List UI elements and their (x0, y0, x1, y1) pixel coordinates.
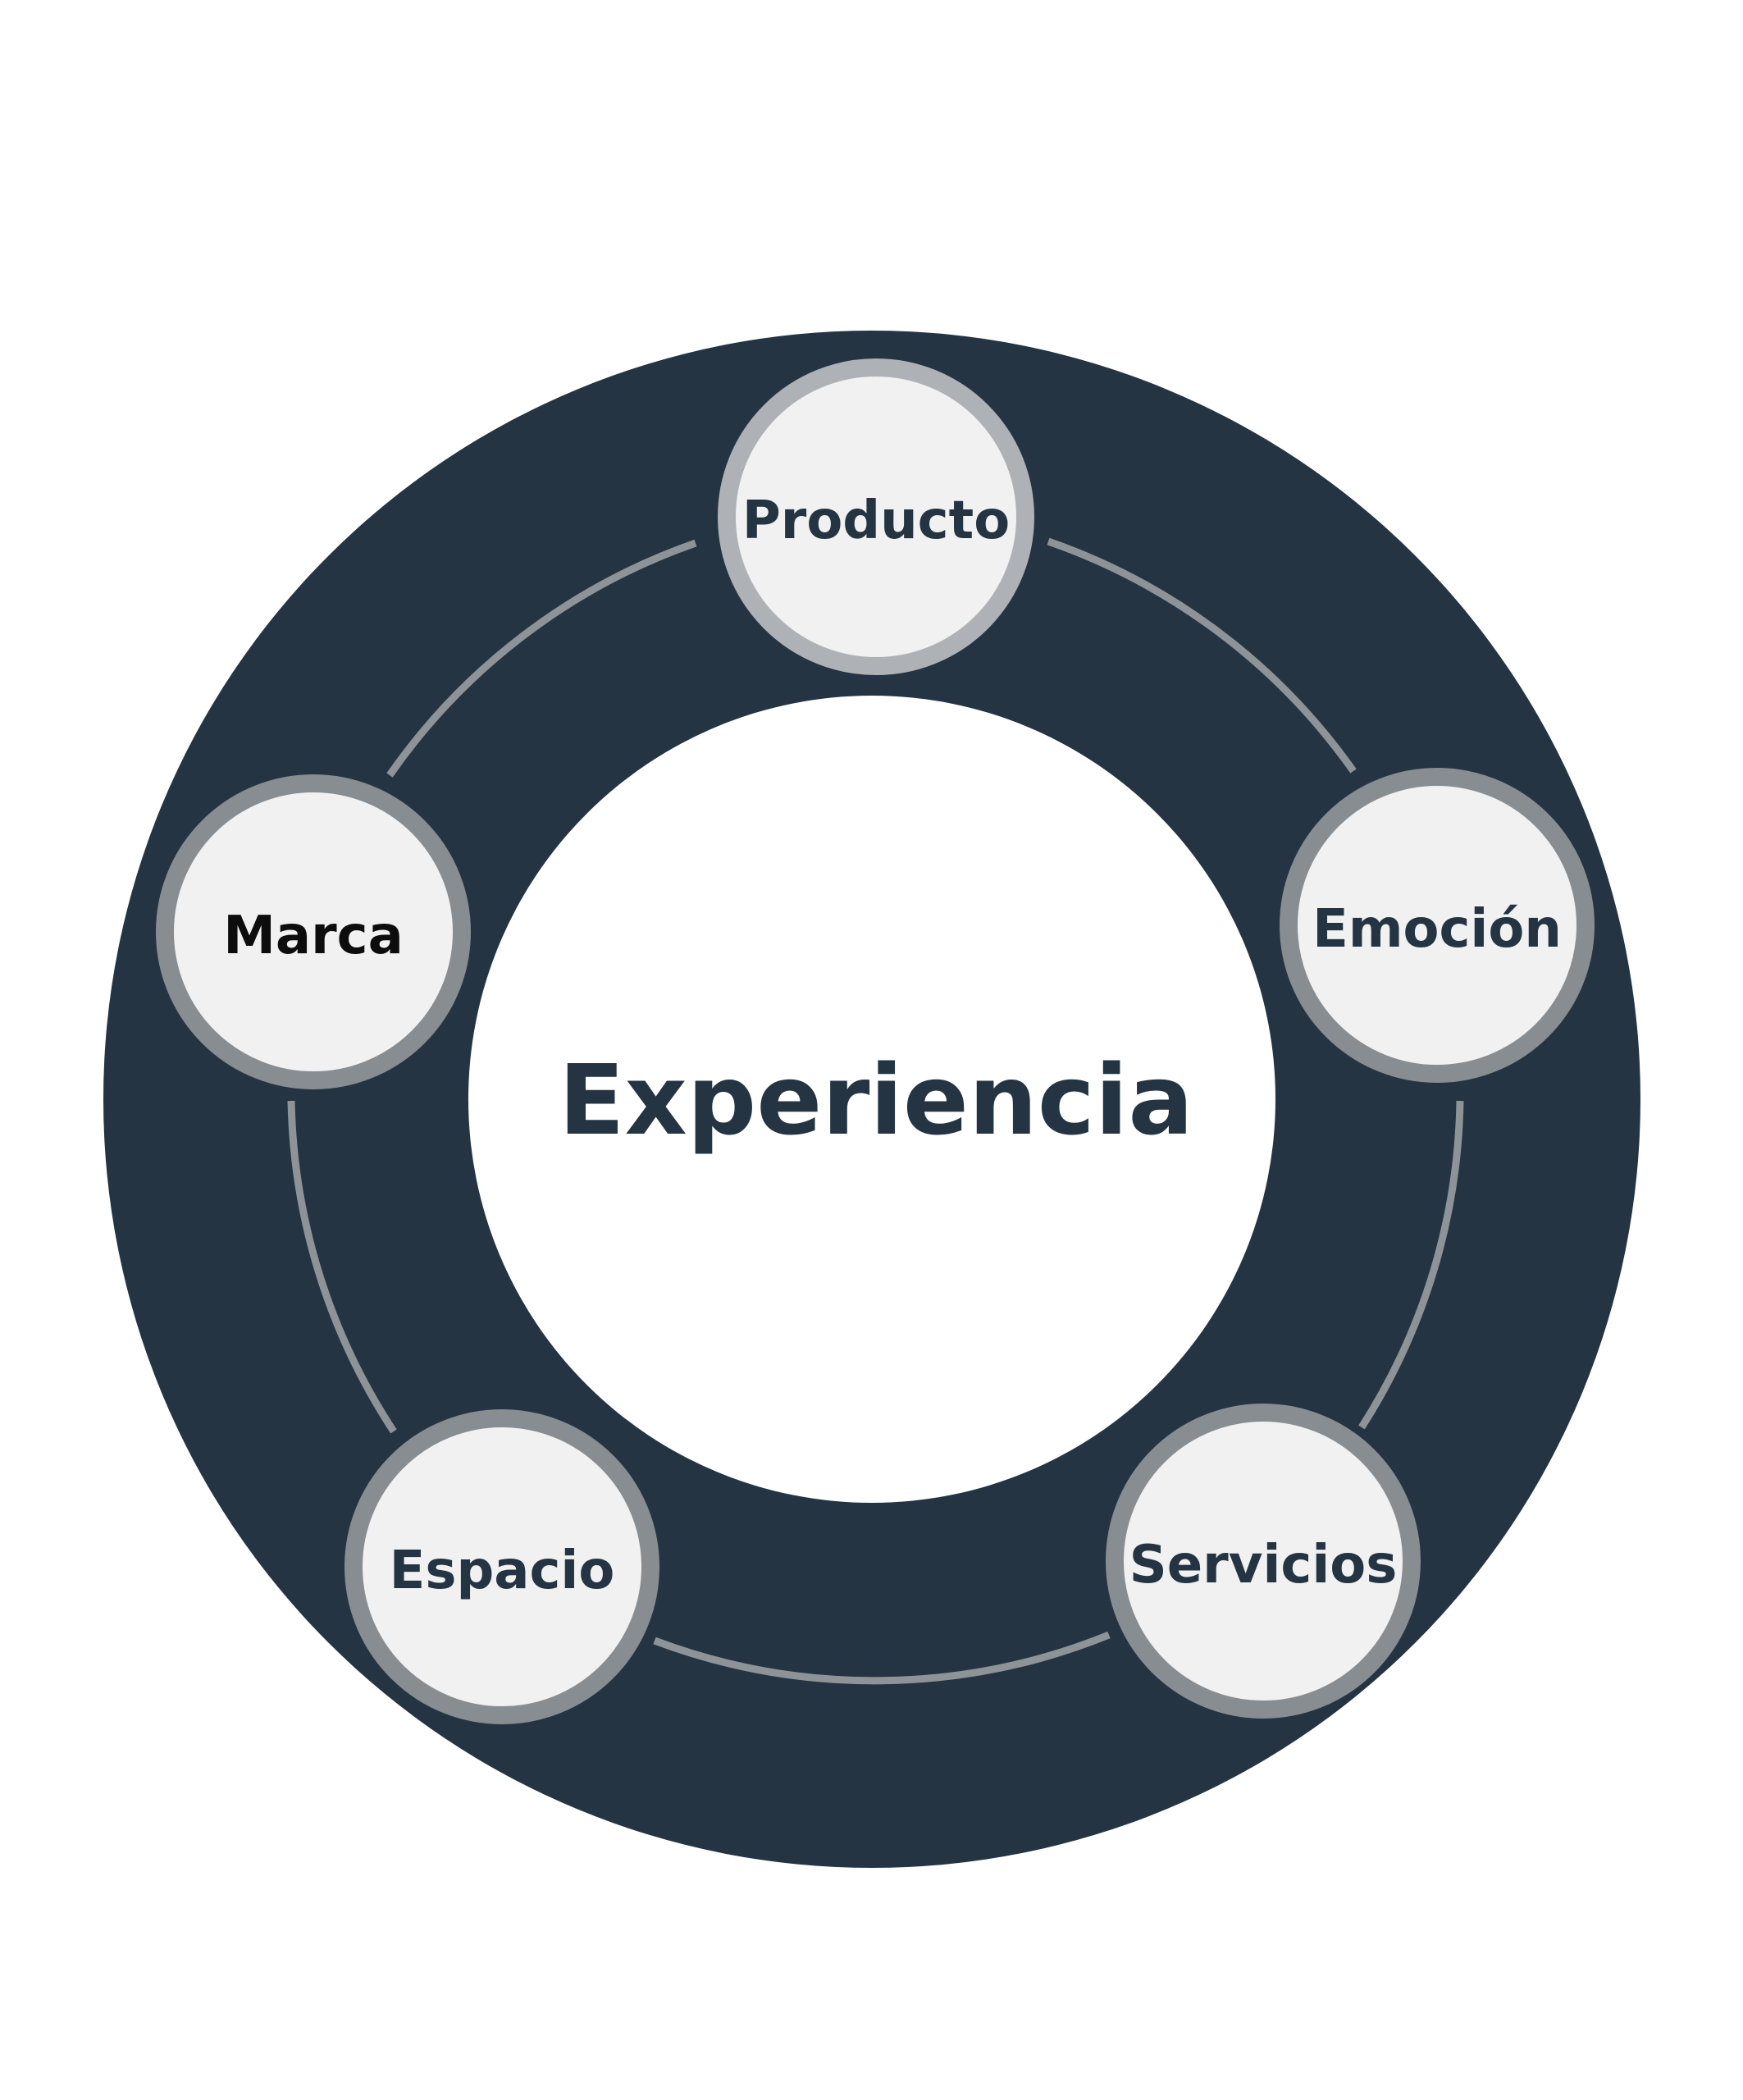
inner-disc (468, 696, 1275, 1503)
node-espacio: Espacio (344, 1409, 659, 1724)
connector-marca-producto (386, 539, 697, 778)
node-servicios-label: Servicios (1129, 1535, 1398, 1596)
node-emocion-circle (1280, 768, 1595, 1083)
connector-servicios-espacio (653, 1631, 1111, 1685)
connector-espacio-marca (287, 1100, 397, 1434)
node-espacio-circle (344, 1409, 659, 1724)
node-espacio-label: Espacio (390, 1541, 615, 1601)
node-producto-label: Producto (742, 491, 1010, 551)
node-servicios: Servicios (1106, 1404, 1421, 1719)
node-emocion-label: Emoción (1312, 899, 1562, 960)
node-servicios-circle (1106, 1404, 1421, 1719)
center-label: Experiencia (559, 1043, 1193, 1157)
connector-emocion-servicios (1358, 1100, 1464, 1430)
node-producto-circle (718, 358, 1034, 675)
connector-producto-emocion (1047, 537, 1357, 774)
node-producto: Producto (718, 358, 1034, 675)
node-marca-circle (156, 774, 471, 1089)
node-marca: Marca (156, 774, 471, 1089)
node-emocion: Emoción (1280, 768, 1595, 1083)
node-marca-label: Marca (223, 906, 404, 966)
